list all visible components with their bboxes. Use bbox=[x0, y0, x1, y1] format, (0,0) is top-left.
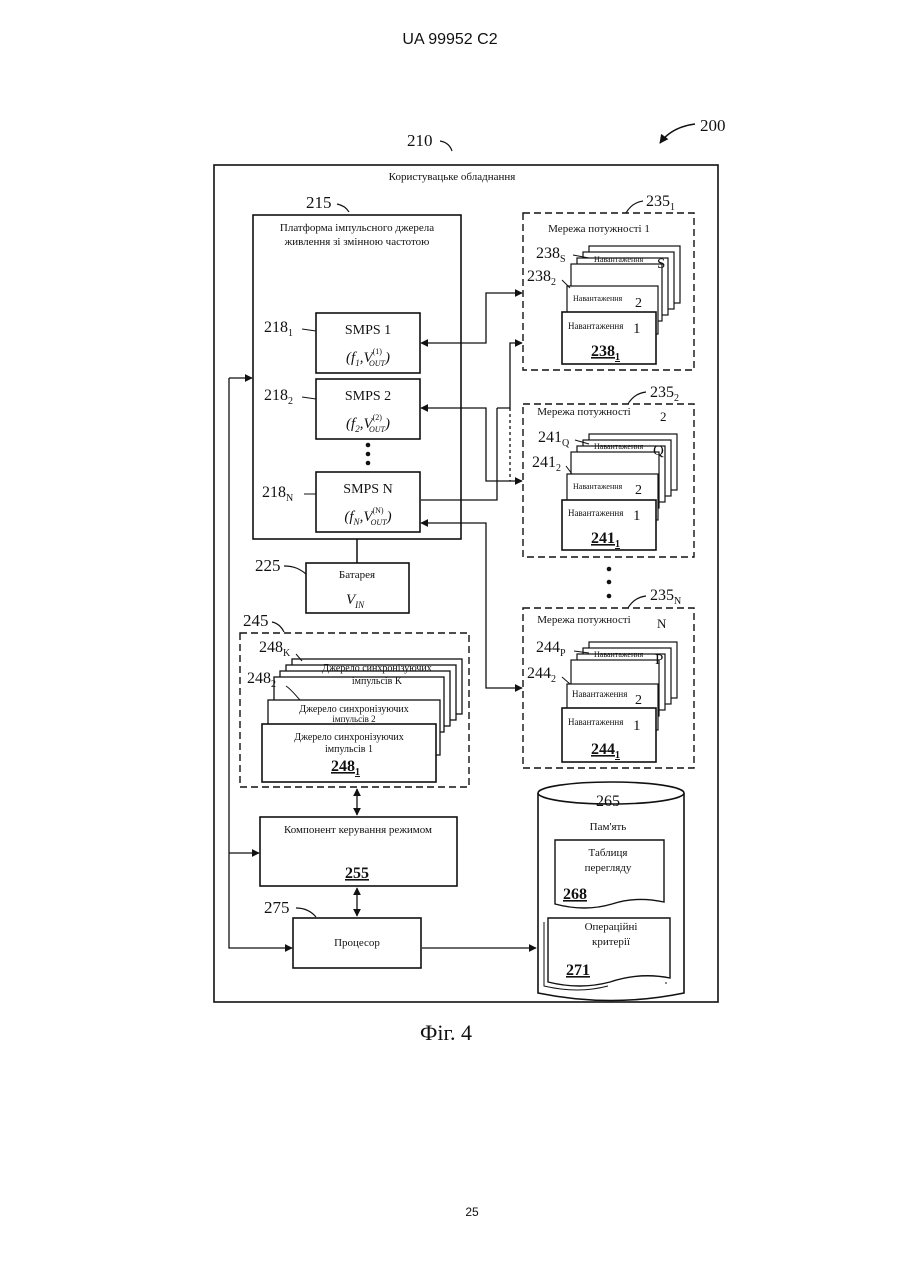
sync-group-ref: 245 bbox=[243, 611, 269, 630]
power-network-1: 2351 Мережа потужності 1 Навантаження S … bbox=[523, 193, 694, 370]
battery-label: Батарея bbox=[339, 569, 375, 581]
network-n-load-p-ref: 244P bbox=[536, 639, 566, 659]
network-2-load-2-label: Навантаження bbox=[573, 482, 623, 491]
network-n-load-1-index: 1 bbox=[633, 718, 641, 734]
platform-ref-label: 215 bbox=[306, 193, 332, 212]
document-id: UA 99952 C2 bbox=[402, 31, 497, 48]
network-1-load-1-index: 1 bbox=[633, 321, 641, 337]
smps-n-name: SMPS N bbox=[343, 482, 392, 497]
network-2-number: 2 bbox=[660, 409, 667, 424]
network-1-load-2-label: Навантаження bbox=[573, 294, 623, 303]
sync-1-line2: імпульсів 1 bbox=[325, 744, 373, 755]
table-line2: перегляду bbox=[585, 862, 632, 874]
smps-2-ref: 2182 bbox=[264, 387, 293, 407]
smps-2-params: (f2,V(2)OUT) bbox=[346, 413, 390, 434]
power-network-n: 235N Мережа потужності N Навантаження P … bbox=[523, 587, 694, 768]
network-1-load-s-ref: 238S bbox=[536, 245, 566, 265]
mode-control-block: Компонент керування режимом 255 bbox=[260, 817, 457, 886]
network-n-title: Мережа потужності bbox=[537, 614, 630, 626]
smps-n-ref: 218N bbox=[262, 484, 293, 504]
sync-2-ref: 2482 bbox=[247, 670, 276, 690]
device-ref-label: 210 bbox=[407, 131, 433, 150]
network-1-load-1-label: Навантаження bbox=[568, 321, 623, 331]
mode-control-label: Компонент керування режимом bbox=[284, 824, 432, 836]
smps-n-params: (fN,V(N)OUT) bbox=[344, 506, 391, 527]
battery-voltage: VIN bbox=[346, 592, 365, 610]
smps-2-name: SMPS 2 bbox=[345, 389, 391, 404]
network-n-load-2-index: 2 bbox=[635, 693, 642, 708]
battery-ref: 225 bbox=[255, 556, 281, 575]
network-1-load-s-index: S bbox=[657, 256, 665, 272]
network-1-load-2-index: 2 bbox=[635, 296, 642, 311]
criteria-line2: критерії bbox=[592, 936, 631, 948]
network-2-load-q-label: Навантаження bbox=[594, 442, 644, 451]
battery-block: Батарея VIN 225 bbox=[255, 539, 409, 613]
network-2-title: Мережа потужності bbox=[537, 406, 630, 418]
table-line1: Таблиця bbox=[589, 847, 628, 859]
network-2-load-1-label: Навантаження bbox=[568, 508, 623, 518]
network-2-ref: 2352 bbox=[650, 384, 679, 404]
sync-k-ref: 248K bbox=[259, 639, 291, 659]
network-1-title: Мережа потужності 1 bbox=[548, 223, 650, 235]
sync-k-line2: імпульсів K bbox=[352, 676, 403, 687]
smps-1: SMPS 1 (f1,V(1)OUT) 2181 bbox=[264, 313, 420, 373]
network-n-load-p-index: P bbox=[655, 652, 663, 668]
sync-2-line2: імпульсів 2 bbox=[332, 714, 375, 724]
network-1-ref: 2351 bbox=[646, 193, 675, 213]
network-n-load-2-ref: 2442 bbox=[527, 665, 556, 685]
mode-control-ref: 255 bbox=[345, 865, 369, 882]
processor-label: Процесор bbox=[334, 937, 380, 949]
network-n-load-1-label: Навантаження bbox=[568, 717, 623, 727]
network-n-ref: 235N bbox=[650, 587, 681, 607]
table-ref: 268 bbox=[563, 886, 587, 903]
platform-title-line1: Платформа імпульсного джерела bbox=[280, 222, 434, 234]
memory-ref: 265 bbox=[596, 793, 620, 810]
network-n-number: N bbox=[657, 616, 667, 631]
processor-block: Процесор 275 bbox=[264, 898, 421, 968]
power-network-2: 2352 Мережа потужності 2 Навантаження Q … bbox=[523, 384, 694, 557]
network-ellipsis bbox=[607, 567, 612, 599]
page-number: 25 bbox=[465, 1205, 479, 1219]
criteria-line1: Операційні bbox=[585, 921, 638, 933]
platform-title-line2: живлення зі змінною частотою bbox=[284, 236, 430, 248]
smps-1-ref: 2181 bbox=[264, 319, 293, 339]
system-ref-label: 200 bbox=[700, 116, 726, 135]
smps-ellipsis bbox=[366, 443, 371, 466]
smps-1-params: (f1,V(1)OUT) bbox=[346, 347, 390, 368]
network-n-load-p-label: Навантаження bbox=[594, 650, 644, 659]
sync-k-line1: Джерело синхронізуючих bbox=[322, 663, 431, 674]
smps-2: SMPS 2 (f2,V(2)OUT) 2182 bbox=[264, 379, 420, 439]
figure-caption: Фіг. 4 bbox=[420, 1020, 472, 1045]
network-1-load-2-ref: 2382 bbox=[527, 268, 556, 288]
device-title: Користувацьке обладнання bbox=[389, 171, 516, 183]
smps-n: SMPS N (fN,V(N)OUT) 218N bbox=[262, 472, 420, 532]
network-2-load-q-ref: 241Q bbox=[538, 429, 570, 449]
sync-source-group: 245 Джерело синхронізуючих імпульсів K Д… bbox=[240, 611, 469, 787]
memory-block: 265 Пам'ять Таблиця перегляду 268 Операц… bbox=[538, 782, 684, 1001]
criteria-ref: 271 bbox=[566, 962, 590, 979]
network-2-load-2-index: 2 bbox=[635, 483, 642, 498]
sync-1-line1: Джерело синхронізуючих bbox=[294, 732, 403, 743]
network-n-load-2-label: Навантаження bbox=[572, 689, 627, 699]
network-2-load-1-index: 1 bbox=[633, 508, 641, 524]
smps-1-name: SMPS 1 bbox=[345, 323, 391, 338]
system-reference: 200 bbox=[660, 116, 726, 143]
network-2-load-2-ref: 2412 bbox=[532, 454, 561, 474]
processor-ref: 275 bbox=[264, 898, 290, 917]
network-1-load-s-label: Навантаження bbox=[594, 255, 644, 264]
network-2-load-q-index: Q bbox=[653, 443, 664, 459]
memory-label: Пам'ять bbox=[590, 821, 627, 833]
